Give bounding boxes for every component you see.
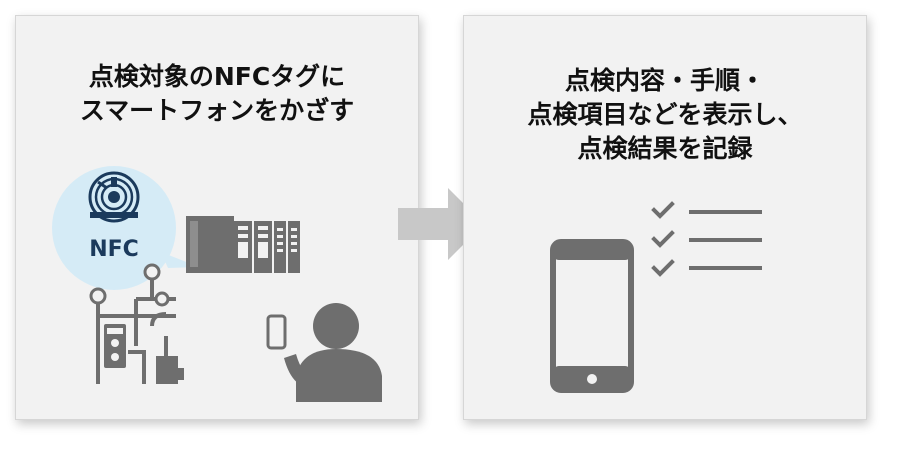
handheld-phone bbox=[266, 314, 287, 350]
right-caption-line-3: 点検結果を記録 bbox=[577, 134, 753, 163]
check-mark-icon bbox=[651, 230, 675, 248]
plc-controller-icon bbox=[186, 216, 300, 273]
left-step-caption: 点検対象のNFCタグに スマートフォンをかざす bbox=[16, 60, 418, 128]
checklist-icon bbox=[651, 201, 762, 277]
nfc-tag-bubble: NFC bbox=[52, 166, 199, 290]
piping-equipment-icon bbox=[89, 263, 184, 384]
check-mark-icon bbox=[651, 259, 675, 277]
right-caption-line-1: 点検内容・手順・ bbox=[564, 66, 765, 95]
right-step-panel: 点検内容・手順・ 点検項目などを表示し、 点検結果を記録 bbox=[463, 15, 867, 420]
right-caption-line-2: 点検項目などを表示し、 bbox=[527, 100, 803, 129]
left-caption-line-1: 点検対象のNFCタグに bbox=[88, 62, 346, 91]
home-button-icon bbox=[587, 374, 597, 384]
person-arm bbox=[284, 354, 316, 388]
left-caption-line-2: スマートフォンをかざす bbox=[79, 96, 355, 125]
check-mark-icon bbox=[651, 201, 675, 219]
person-head bbox=[313, 303, 359, 349]
nfc-tag-icon bbox=[88, 171, 140, 223]
right-step-caption: 点検内容・手順・ 点検項目などを表示し、 点検結果を記録 bbox=[464, 64, 866, 166]
person-with-smartphone-icon bbox=[266, 303, 382, 402]
nfc-badge-label: NFC bbox=[89, 237, 139, 262]
smartphone-icon bbox=[550, 239, 634, 393]
left-step-panel: 点検対象のNFCタグに スマートフォンをかざす NFC bbox=[15, 15, 419, 420]
next-step-arrow-icon bbox=[398, 188, 484, 260]
person-body bbox=[296, 349, 382, 402]
